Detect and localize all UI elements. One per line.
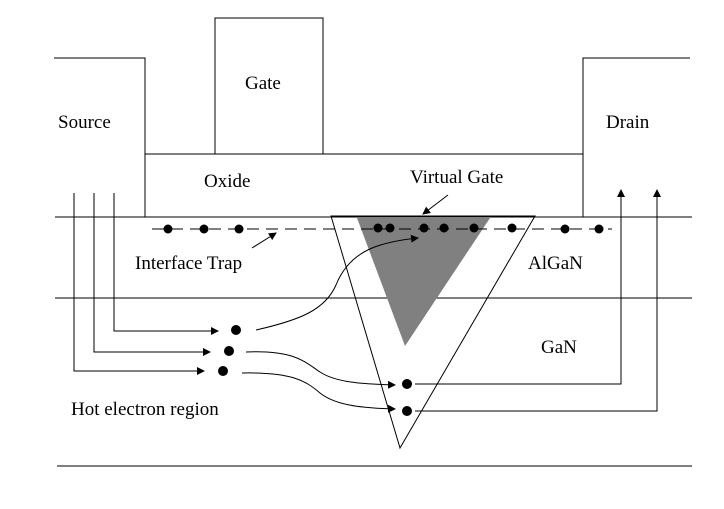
trap-electron-dot: [199, 224, 209, 234]
gate-label: Gate: [245, 73, 281, 94]
trapped-electron-dot: [402, 379, 412, 389]
hot-electrons: [218, 325, 241, 376]
source-label: Source: [58, 112, 111, 133]
trap-electron-dot: [594, 224, 604, 234]
oxide-label: Oxide: [204, 171, 250, 192]
drain-contact: [582, 57, 690, 217]
trajectory-to-triangle-lower: [241, 372, 396, 413]
trap-electron-dot: [439, 223, 449, 233]
interface-trap-dots: [163, 223, 604, 234]
source-contact: [54, 57, 146, 217]
hot-electron-dot: [231, 325, 241, 335]
hot-electron-dot: [218, 366, 228, 376]
trap-electron-dot: [507, 223, 517, 233]
interface-trap-label: Interface Trap: [135, 253, 242, 274]
drain-path-outer: [415, 189, 661, 412]
hot-electron-region-label: Hot electron region: [71, 399, 219, 420]
algan-label: AlGaN: [528, 253, 583, 274]
trap-electron-dot: [560, 224, 570, 234]
drain-path-inner: [415, 189, 625, 385]
gan-label: GaN: [541, 337, 577, 358]
trap-electron-dot: [234, 224, 244, 234]
virtual-gate-label: Virtual Gate: [410, 167, 503, 188]
virtual-gate-pointer: [422, 194, 449, 215]
trap-electron-dot: [419, 223, 429, 233]
trap-region-triangle: [330, 215, 536, 450]
trap-electron-dot: [373, 223, 383, 233]
trap-electron-dot: [163, 224, 173, 234]
trajectory-to-triangle-upper: [245, 351, 396, 389]
trap-electron-dot: [469, 223, 479, 233]
source-electron-paths: [73, 193, 219, 375]
trap-electron-dot: [385, 223, 395, 233]
virtual-gate-shape: [357, 218, 490, 346]
interface-trap-pointer: [251, 232, 277, 249]
hot-electron-dot: [224, 346, 234, 356]
drain-label: Drain: [606, 112, 650, 133]
trapped-electron-dot: [402, 406, 412, 416]
gate-contact: [214, 17, 324, 155]
trajectory-to-virtual-gate: [255, 234, 419, 331]
